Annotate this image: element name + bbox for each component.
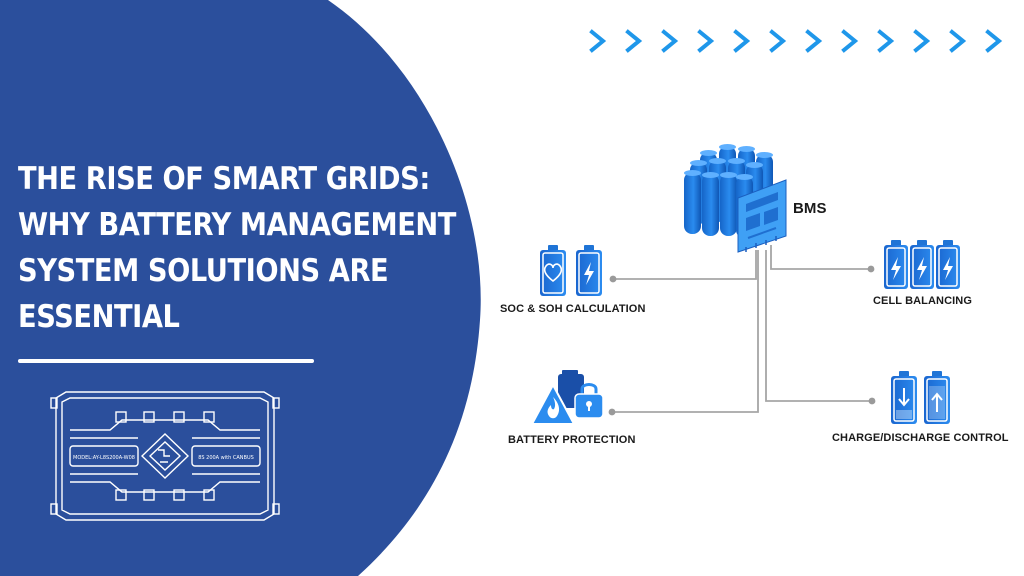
page-title: THE RISE OF SMART GRIDS: WHY BATTERY MAN… bbox=[18, 156, 456, 340]
charge-battery-icon bbox=[924, 371, 950, 424]
chevron-right-icon bbox=[877, 29, 895, 53]
padlock-icon bbox=[574, 383, 604, 419]
title-line-1: THE RISE OF SMART GRIDS: bbox=[18, 161, 430, 197]
lightning-icon bbox=[943, 257, 953, 280]
chevron-right-icon bbox=[733, 29, 751, 53]
connector-lines bbox=[612, 245, 871, 413]
connector-balancing bbox=[770, 245, 870, 270]
heart-icon bbox=[543, 263, 563, 283]
balancing-battery-3 bbox=[936, 240, 960, 289]
bms-battery-pack-icon bbox=[684, 144, 787, 253]
connector-dot-balancing bbox=[867, 265, 875, 273]
lightning-battery-icon bbox=[576, 245, 602, 296]
chevron-right-icon bbox=[913, 29, 931, 53]
discharge-battery-icon bbox=[891, 371, 917, 424]
bms-device-illustration: MODEL:AY-L8S200A-W08 8S 200A with CANBUS bbox=[50, 391, 280, 521]
lightning-icon bbox=[917, 257, 927, 280]
connector-dot-protection bbox=[608, 408, 616, 416]
soc-soh-label: SOC & SOH CALCULATION bbox=[500, 303, 646, 315]
balancing-battery-1 bbox=[884, 240, 908, 289]
chevron-right-icon bbox=[841, 29, 859, 53]
battery-protection-label: BATTERY PROTECTION bbox=[508, 434, 636, 446]
connector-charge bbox=[765, 250, 871, 402]
chevron-right-icon bbox=[697, 29, 715, 53]
chevron-right-icon bbox=[805, 29, 823, 53]
arrow-up-icon bbox=[931, 392, 943, 412]
charge-discharge-label: CHARGE/DISCHARGE CONTROL bbox=[832, 432, 1009, 444]
soc-soh-icons bbox=[540, 245, 602, 296]
title-line-4: ESSENTIAL bbox=[18, 299, 180, 335]
arrow-down-icon bbox=[898, 388, 910, 407]
connector-dot-charge bbox=[868, 397, 876, 405]
connector-dot-soc bbox=[609, 275, 617, 283]
cell-balancing-label: CELL BALANCING bbox=[873, 295, 972, 307]
chevron-row bbox=[588, 26, 1005, 56]
charge-discharge-icons bbox=[891, 371, 950, 424]
chevron-right-icon bbox=[661, 29, 679, 53]
connector-soc bbox=[613, 250, 757, 280]
battery-protection-icons bbox=[531, 370, 604, 425]
title-line-2: WHY BATTERY MANAGEMENT bbox=[18, 207, 456, 243]
chevron-right-icon bbox=[589, 29, 607, 53]
bms-label: BMS bbox=[793, 200, 827, 217]
device-spec-text: 8S 200A with CANBUS bbox=[198, 455, 254, 461]
title-underline bbox=[18, 359, 314, 363]
title-line-3: SYSTEM SOLUTIONS ARE bbox=[18, 253, 389, 289]
chevron-right-icon bbox=[769, 29, 787, 53]
chevron-right-icon bbox=[985, 29, 1003, 53]
connector-protection bbox=[612, 250, 759, 413]
balancing-battery-2 bbox=[910, 240, 934, 289]
heart-battery-icon bbox=[540, 245, 566, 296]
cell-balancing-icons bbox=[884, 240, 960, 289]
device-model-text: MODEL:AY-L8S200A-W08 bbox=[73, 455, 135, 461]
lightning-icon bbox=[584, 262, 594, 285]
lightning-icon bbox=[891, 257, 901, 280]
chevron-right-icon bbox=[949, 29, 967, 53]
chevron-right-icon bbox=[625, 29, 643, 53]
fire-warning-icon bbox=[531, 384, 575, 425]
